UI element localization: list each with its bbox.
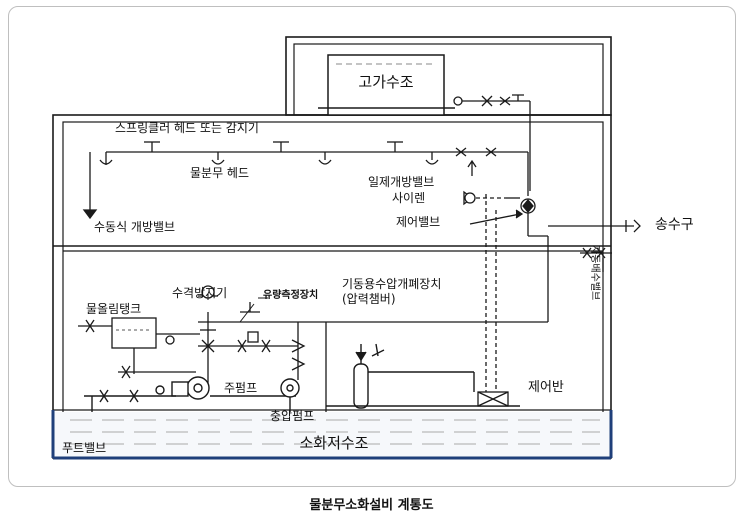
pressure-chamber-label-2: (압력챔버): [342, 291, 396, 306]
elevated-tank: 고가수조: [318, 54, 455, 116]
spray-head-label: 물분무 헤드: [190, 166, 249, 180]
pressure-chamber-label-1: 기동용수압개폐장치: [342, 277, 441, 291]
jockey-valve-label: 충압펌프: [270, 409, 314, 423]
reservoir: [51, 409, 613, 460]
figure-caption: 물분무소화설비 계통도: [309, 498, 434, 513]
water-hammer-label: 수격방지기: [172, 286, 227, 300]
control-panel: [477, 391, 509, 407]
siren-label: 사이렌: [392, 191, 425, 205]
sprinkler-label: 스프링클러 헤드 또는 감지기: [115, 121, 259, 135]
foot-valve-label: 푸트밸브: [62, 441, 106, 455]
reservoir-label: 소화저수조: [299, 434, 368, 452]
manual-valve-label: 수동식 개방밸브: [94, 220, 175, 234]
control-panel-label: 제어반: [528, 380, 564, 395]
flow-meter-label: 유량측정장치: [263, 288, 318, 301]
auto-valve: [580, 247, 612, 272]
auto-valve-label: 자동배수밸브: [589, 245, 601, 300]
priming-tank: [78, 317, 200, 379]
main-pump-label: 주펌프: [224, 381, 257, 395]
valve-cluster: [463, 152, 641, 392]
elevated-tank-label: 고가수조: [358, 73, 413, 91]
label-leaders: [207, 294, 268, 323]
tank-supply-pipe: [453, 94, 531, 191]
control-valve-label: 제어밸브: [396, 215, 440, 229]
pressure-chamber: [326, 343, 520, 409]
pump-room-piping: [198, 285, 548, 418]
priming-tank-label: 물올림탱크: [86, 302, 141, 316]
sprinkler-header: [82, 141, 528, 220]
deluge-valve-label: 일제개방밸브: [368, 175, 434, 189]
fdc-label: 송수구: [655, 217, 694, 233]
